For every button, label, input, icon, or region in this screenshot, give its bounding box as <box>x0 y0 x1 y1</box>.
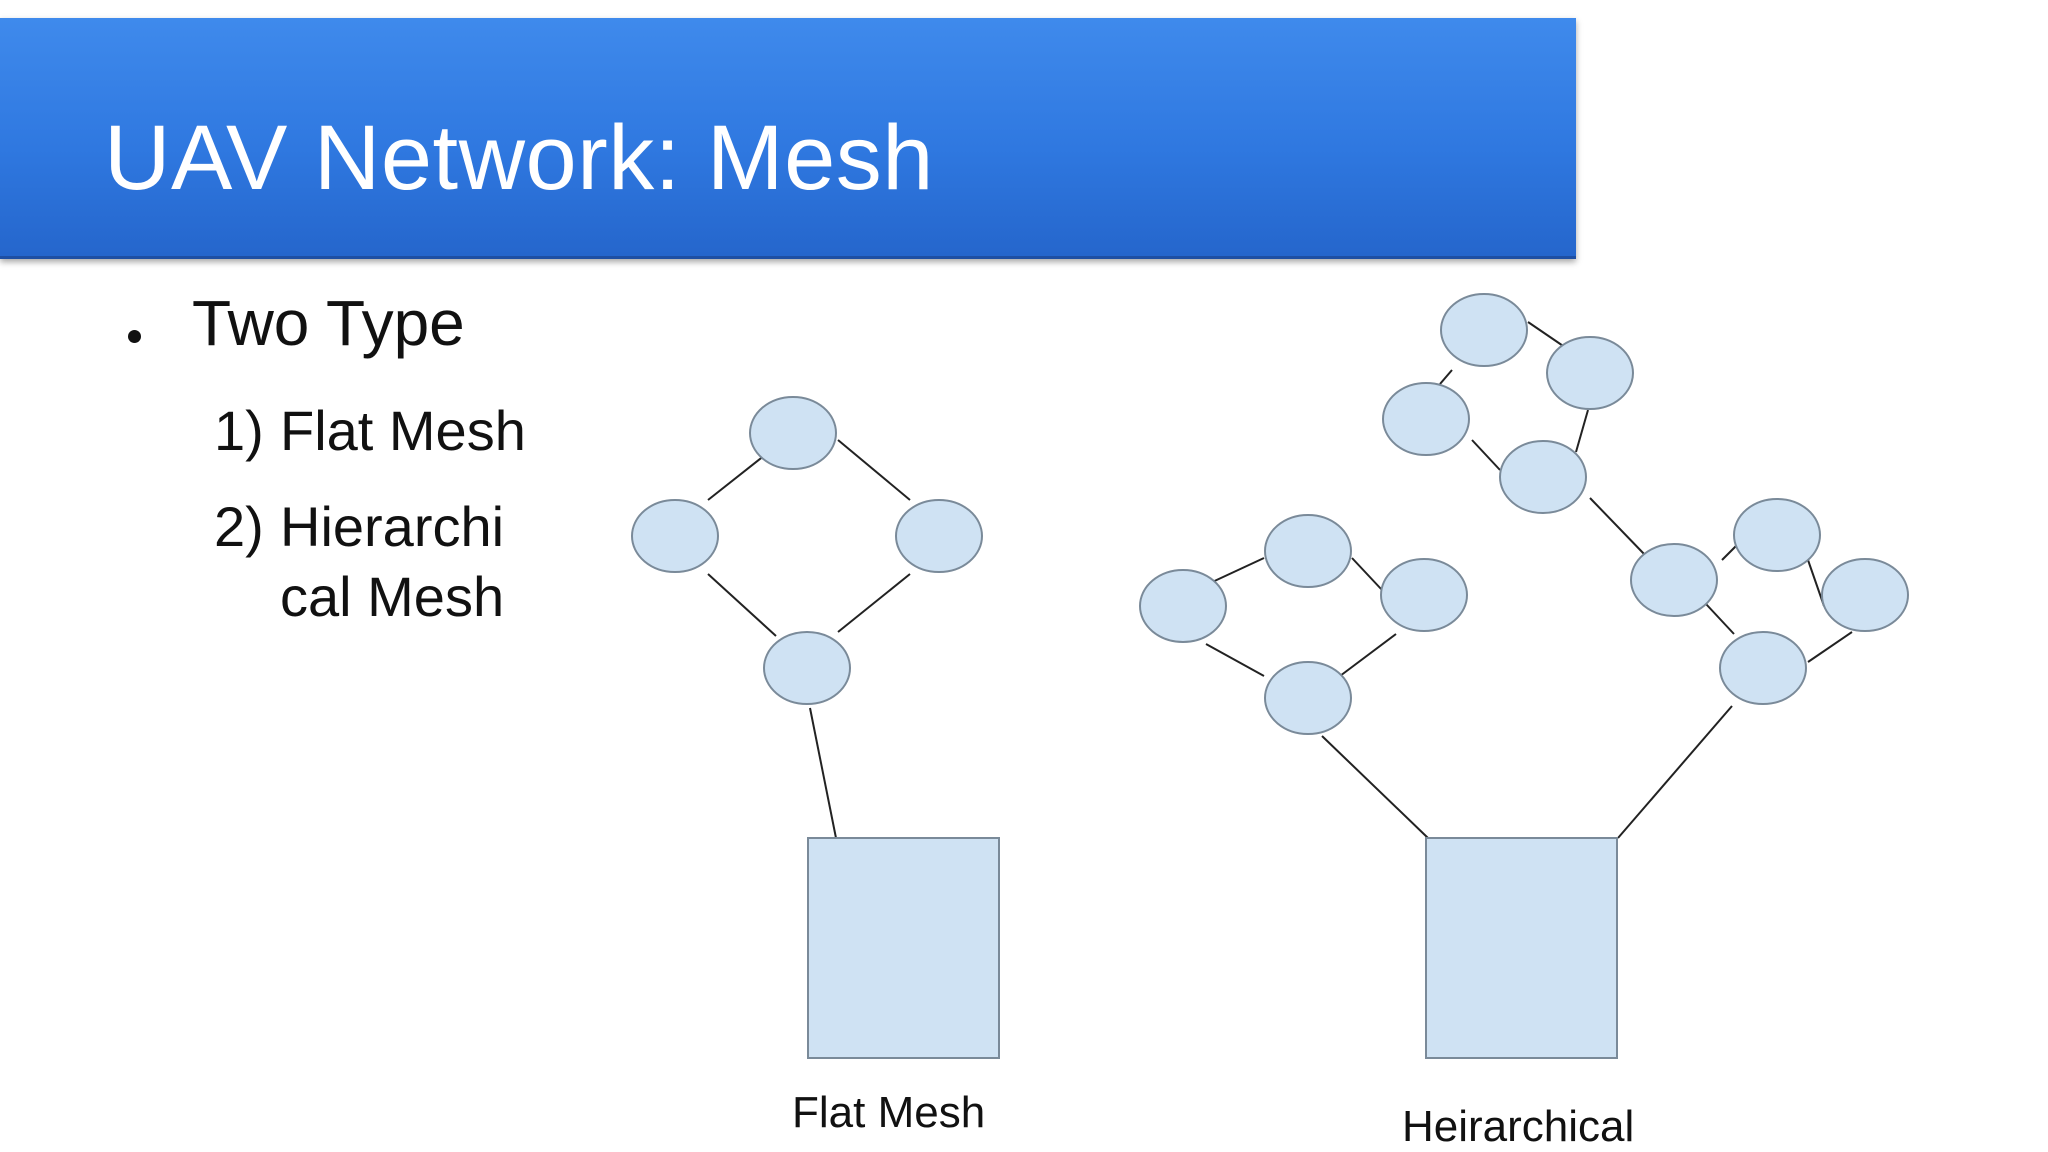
hier-node <box>1499 440 1587 514</box>
hier-link <box>1321 735 1429 839</box>
hier-node <box>1264 514 1352 588</box>
flat-link <box>809 707 837 839</box>
hier-link <box>1471 439 1501 471</box>
list-item-text-2: Hierarchi <box>280 495 505 558</box>
diagram-links <box>707 321 1853 839</box>
flat-link <box>837 573 911 633</box>
bullet-dot <box>128 330 141 343</box>
diagram-nodes <box>631 293 1909 1059</box>
hier-node <box>1380 558 1468 632</box>
flat-ground-station <box>807 837 1000 1059</box>
flat-mesh-caption: Flat Mesh <box>792 1088 986 1137</box>
flat-node <box>763 631 851 705</box>
hier-link <box>1351 557 1383 591</box>
hier-link <box>1205 643 1265 677</box>
flat-node <box>895 499 983 573</box>
hier-node <box>1719 631 1807 705</box>
hier-node <box>1733 498 1821 572</box>
slide-title: UAV Network: Mesh <box>104 107 934 209</box>
flat-node <box>631 499 719 573</box>
hier-link <box>1207 557 1265 585</box>
list-item-text-2-cont: cal Mesh <box>280 565 505 628</box>
hier-link <box>1721 545 1737 561</box>
flat-link <box>707 454 766 501</box>
hier-link <box>1575 409 1589 453</box>
hier-node <box>1630 543 1718 617</box>
hier-node <box>1546 336 1634 410</box>
hier-link <box>1339 633 1397 677</box>
hierarchical-caption: Heirarchical <box>1402 1102 1635 1151</box>
flat-node <box>749 396 837 470</box>
title-bar: UAV Network: Mesh <box>0 18 1576 259</box>
bullet-text: Two Type <box>192 287 465 359</box>
list-item-number-2: 2) <box>214 495 264 558</box>
hier-link <box>1617 705 1733 839</box>
hier-node <box>1382 382 1470 456</box>
hier-link <box>1807 631 1853 663</box>
hier-ground-station <box>1425 837 1618 1059</box>
hier-node <box>1139 569 1227 643</box>
hier-node <box>1264 661 1352 735</box>
hier-node <box>1440 293 1528 367</box>
hier-link <box>1589 497 1647 557</box>
flat-link <box>707 573 777 637</box>
hier-link <box>1705 603 1735 635</box>
flat-link <box>837 439 911 501</box>
hier-node <box>1821 558 1909 632</box>
list-item-number-1: 1) <box>214 399 264 462</box>
list-item-text-1: Flat Mesh <box>280 399 526 462</box>
hier-link <box>1439 369 1453 385</box>
